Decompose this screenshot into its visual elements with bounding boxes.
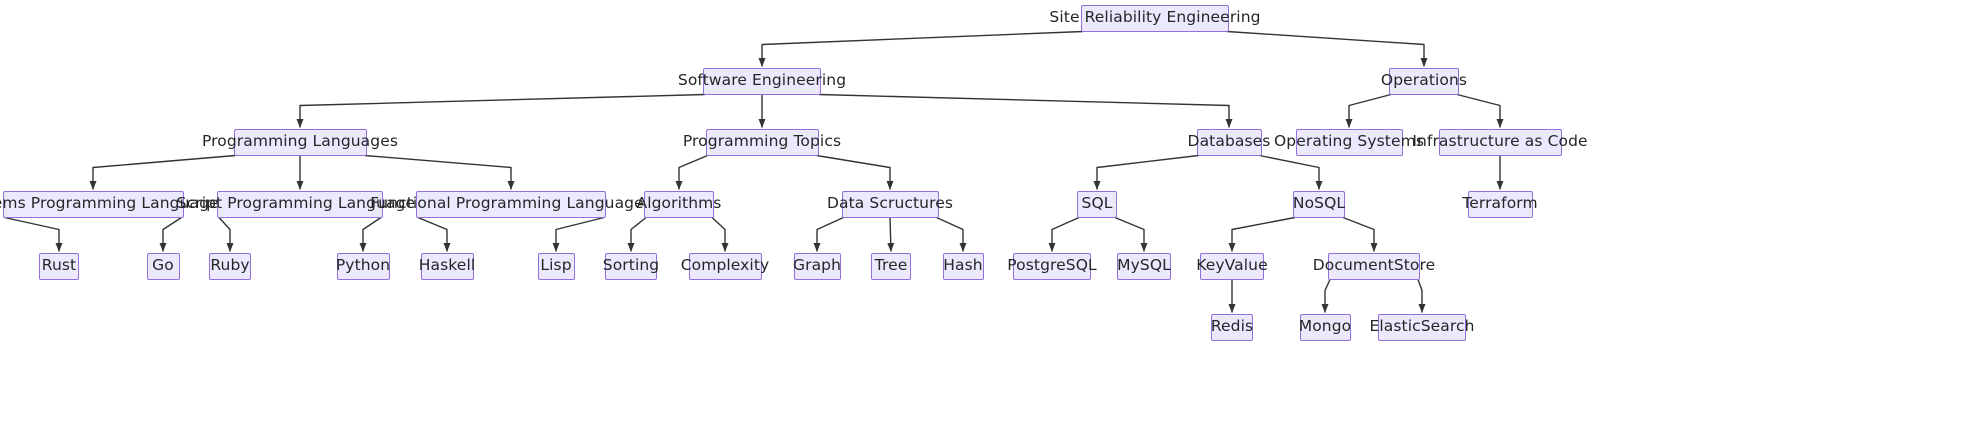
node-complexity[interactable]: Complexity bbox=[681, 252, 769, 280]
node-label-databases: Databases bbox=[1187, 132, 1271, 151]
node-redis[interactable]: Redis bbox=[1210, 313, 1254, 341]
node-label-sorting: Sorting bbox=[602, 256, 660, 275]
node-label-docstore: DocumentStore bbox=[1312, 256, 1436, 275]
node-syslangs[interactable]: Systems Programming Languages bbox=[0, 190, 227, 218]
node-label-datastruct: Data Scructures bbox=[826, 194, 954, 213]
node-label-ops: Operations bbox=[1380, 71, 1468, 90]
node-label-elastic: ElasticSearch bbox=[1369, 317, 1475, 336]
node-datastruct[interactable]: Data Scructures bbox=[827, 190, 953, 218]
node-label-proglangs: Programming Languages bbox=[201, 132, 399, 151]
node-sre[interactable]: Site Reliability Engineering bbox=[1049, 4, 1260, 32]
node-label-os: Operating Systems bbox=[1274, 132, 1424, 151]
node-sorting[interactable]: Sorting bbox=[602, 252, 660, 280]
node-label-keyvalue: KeyValue bbox=[1196, 256, 1268, 275]
node-scrlangs[interactable]: Script Programming Languages bbox=[177, 190, 423, 218]
node-python[interactable]: Python bbox=[335, 252, 391, 280]
node-label-terraform: Terraform bbox=[1462, 194, 1538, 213]
node-nosql[interactable]: NoSQL bbox=[1292, 190, 1346, 218]
node-label-mysql: MySQL bbox=[1117, 256, 1171, 275]
node-label-algorithms: Algorithms bbox=[636, 194, 722, 213]
node-docstore[interactable]: DocumentStore bbox=[1313, 252, 1435, 280]
node-terraform[interactable]: Terraform bbox=[1462, 190, 1538, 218]
node-label-graph: Graph bbox=[792, 256, 842, 275]
node-ruby[interactable]: Ruby bbox=[209, 252, 251, 280]
node-funclangs[interactable]: Functional Programming Languages bbox=[370, 190, 652, 218]
node-proglangs[interactable]: Programming Languages bbox=[202, 128, 398, 156]
node-label-complexity: Complexity bbox=[680, 256, 770, 275]
node-label-rust: Rust bbox=[41, 256, 77, 275]
node-ops[interactable]: Operations bbox=[1381, 67, 1467, 95]
node-label-iac: Infrastructure as Code bbox=[1412, 132, 1588, 151]
node-hash[interactable]: Hash bbox=[942, 252, 984, 280]
node-sql[interactable]: SQL bbox=[1077, 190, 1117, 218]
node-label-hash: Hash bbox=[943, 256, 983, 275]
node-label-syslangs: Systems Programming Languages bbox=[0, 194, 227, 213]
node-label-haskell: Haskell bbox=[418, 256, 476, 275]
node-label-postgresql: PostgreSQL bbox=[1007, 256, 1097, 275]
node-iac[interactable]: Infrastructure as Code bbox=[1412, 128, 1588, 156]
node-progtopics[interactable]: Programming Topics bbox=[683, 128, 841, 156]
node-mysql[interactable]: MySQL bbox=[1117, 252, 1171, 280]
node-databases[interactable]: Databases bbox=[1188, 128, 1270, 156]
node-label-go: Go bbox=[152, 256, 174, 275]
node-swe[interactable]: Software Engineering bbox=[678, 67, 846, 95]
node-os[interactable]: Operating Systems bbox=[1274, 128, 1424, 156]
node-label-scrlangs: Script Programming Languages bbox=[176, 194, 424, 213]
node-graph[interactable]: Graph bbox=[792, 252, 842, 280]
node-keyvalue[interactable]: KeyValue bbox=[1196, 252, 1268, 280]
node-label-python: Python bbox=[335, 256, 391, 275]
node-label-redis: Redis bbox=[1210, 317, 1254, 336]
node-label-funclangs: Functional Programming Languages bbox=[370, 194, 652, 213]
node-label-mongo: Mongo bbox=[1298, 317, 1352, 336]
node-postgresql[interactable]: PostgreSQL bbox=[1007, 252, 1097, 280]
node-label-sql: SQL bbox=[1081, 194, 1113, 213]
node-label-lisp: Lisp bbox=[540, 256, 572, 275]
node-algorithms[interactable]: Algorithms bbox=[637, 190, 721, 218]
node-haskell[interactable]: Haskell bbox=[418, 252, 476, 280]
node-rust[interactable]: Rust bbox=[39, 252, 79, 280]
node-label-tree: Tree bbox=[874, 256, 908, 275]
node-label-ruby: Ruby bbox=[210, 256, 250, 275]
node-label-swe: Software Engineering bbox=[677, 71, 847, 90]
node-go[interactable]: Go bbox=[146, 252, 180, 280]
node-elastic[interactable]: ElasticSearch bbox=[1369, 313, 1474, 341]
node-mongo[interactable]: Mongo bbox=[1298, 313, 1352, 341]
node-label-nosql: NoSQL bbox=[1292, 194, 1346, 213]
node-tree[interactable]: Tree bbox=[871, 252, 911, 280]
node-label-progtopics: Programming Topics bbox=[682, 132, 842, 151]
node-lisp[interactable]: Lisp bbox=[537, 252, 575, 280]
node-label-sre: Site Reliability Engineering bbox=[1049, 8, 1261, 27]
